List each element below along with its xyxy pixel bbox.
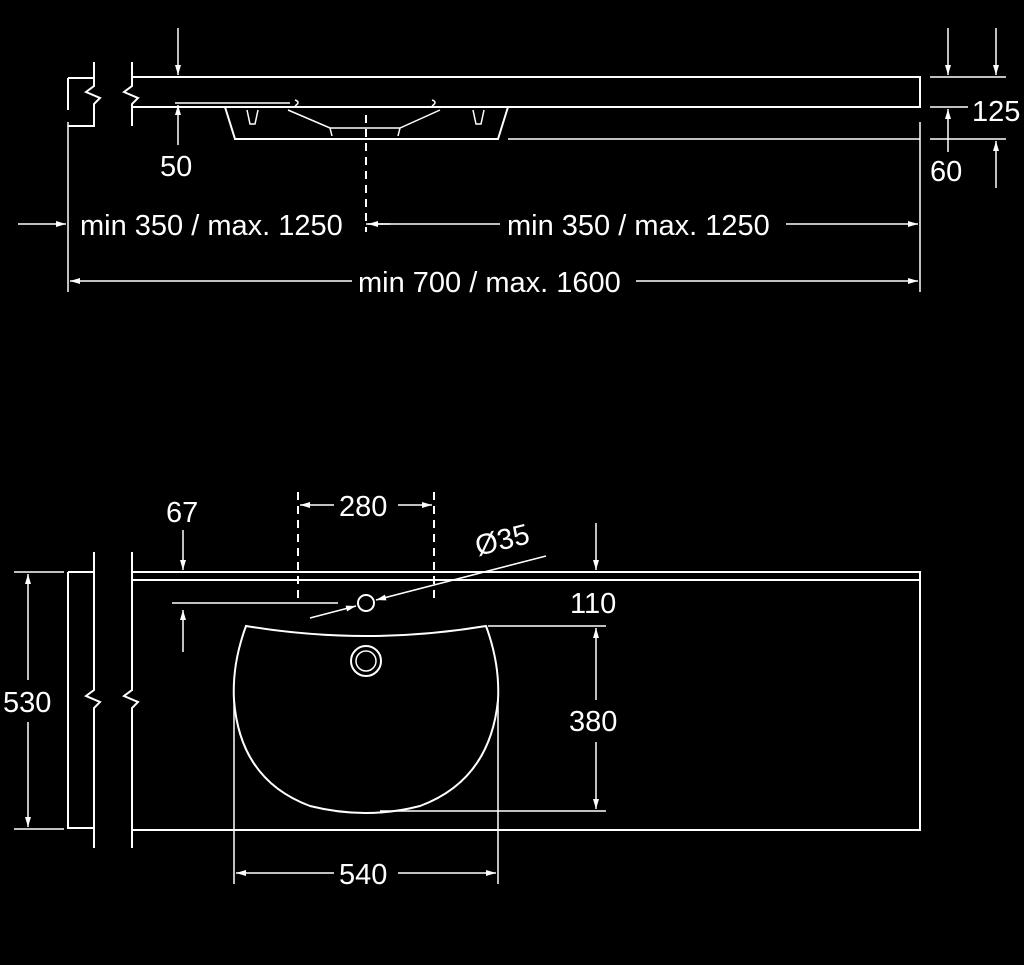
- bracket-right: [472, 109, 485, 125]
- wall-break-left: [67, 62, 102, 127]
- bracket-left: [246, 109, 259, 125]
- label-total-width: min 700 / max. 1600: [358, 267, 621, 299]
- bowl-profile: [224, 106, 509, 140]
- label-bowl-depth: 380: [569, 706, 617, 738]
- label-hole-diameter: Ø35: [472, 518, 533, 562]
- label-bowl-width: 540: [339, 859, 387, 891]
- label-hole-spacing: 280: [339, 491, 387, 523]
- wall-break-left-top: [67, 552, 102, 848]
- overflow-hook-right: [431, 99, 436, 107]
- drain-inner: [355, 650, 377, 672]
- overflow-hook-left: [294, 99, 299, 107]
- dim-leader-35-b: [375, 555, 547, 601]
- tap-hole: [357, 594, 375, 612]
- label-back-to-bowl: 110: [570, 588, 616, 620]
- label-overflow-height: 50: [160, 151, 192, 183]
- drain-outer: [350, 645, 382, 677]
- bowl-inner-profile: [287, 109, 441, 137]
- label-tap-offset: 67: [166, 497, 198, 529]
- label-depth: 530: [3, 687, 51, 719]
- countertop-slab: [132, 76, 921, 108]
- label-left-segment: min 350 / max. 1250: [80, 210, 343, 242]
- dim-leader-35-a: [309, 605, 357, 619]
- side-view: min 350 / max. 1250 min 350 / max. 1250 …: [18, 28, 1020, 299]
- top-view: 67 280 Ø35 110 380 530 540: [3, 491, 921, 891]
- wall-break-right: [122, 62, 140, 126]
- wall-break-right-top: [122, 552, 140, 848]
- label-total-height: 125: [972, 96, 1020, 128]
- bowl-outline: [232, 624, 500, 814]
- countertop-outline: [132, 571, 921, 831]
- label-right-segment: min 350 / max. 1250: [507, 210, 770, 242]
- label-edge-height: 60: [930, 156, 962, 188]
